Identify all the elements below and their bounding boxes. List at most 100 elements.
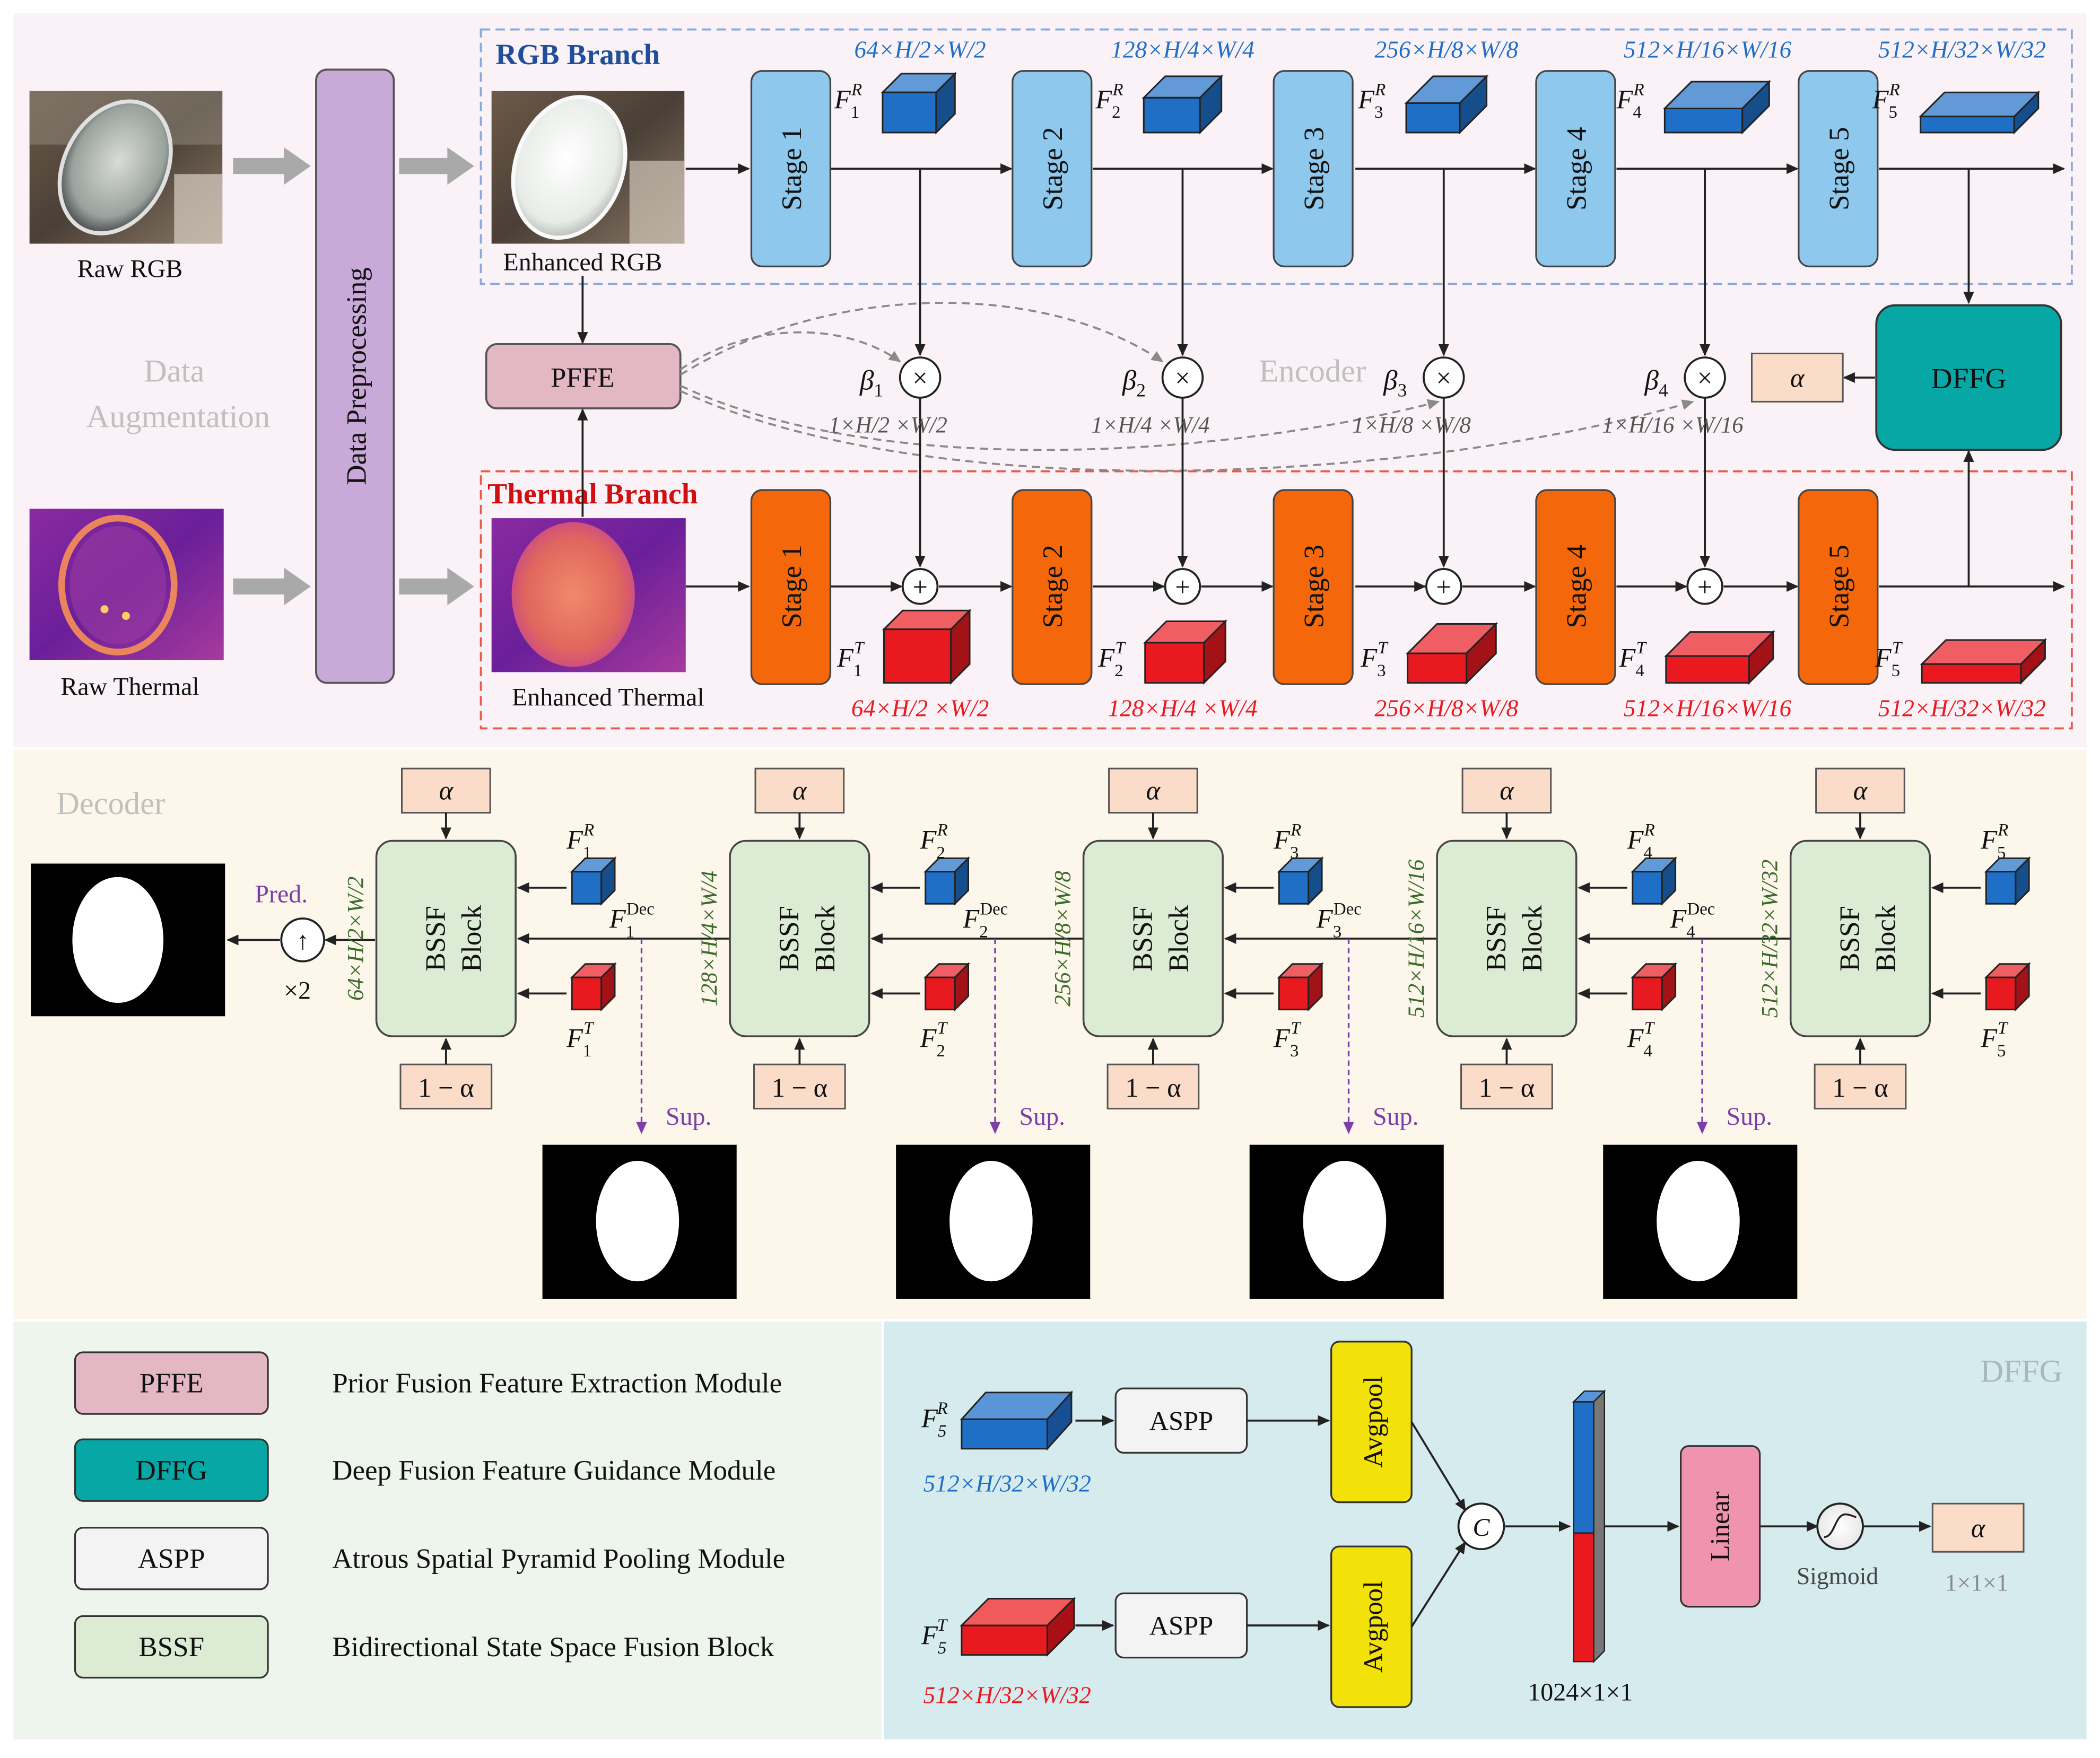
- decoder-alpha-label-5: α: [1853, 775, 1868, 805]
- thermal-feature-label-4: F4T: [1619, 639, 1648, 680]
- decoder-one-minus-alpha-box-1: [399, 1063, 493, 1110]
- dffg-box: [1875, 304, 2062, 451]
- decoder-dec-label-1: F1Dec: [609, 899, 655, 941]
- legend-desc-bssf: Bidirectional State Space Fusion Block: [332, 1632, 774, 1663]
- multiply-symbol-1: ×: [912, 363, 927, 393]
- rgb-dim-label-2: 128×H/4×W/4: [1111, 37, 1254, 63]
- bssf-block-5: [1789, 839, 1931, 1037]
- thermal-feature-label-1: F1T: [836, 639, 865, 680]
- thermal-feature-cube-1: [882, 608, 972, 685]
- rgb-stage-4: [1535, 70, 1616, 268]
- bssf-block-2: [729, 839, 870, 1037]
- decoder-thermal-cube-2: [923, 962, 971, 1012]
- dffg-ft5-cube: [960, 1596, 1076, 1657]
- upsample-symbol: ↑: [297, 927, 309, 955]
- thermal-stage-1: [750, 489, 832, 685]
- prediction-mask: [31, 863, 225, 1017]
- decoder-rgb-cube-2: [923, 856, 971, 906]
- decoder-dec-label-4: F4Dec: [1669, 899, 1715, 941]
- concat-vector: [1572, 1389, 1606, 1664]
- supervision-mask-1: [542, 1144, 737, 1299]
- thermal-stage-label-1: Stage 1: [777, 545, 807, 628]
- enhanced-rgb-label: Enhanced RGB: [503, 248, 662, 276]
- decoder-dim-label-3: 256×H/8×W/8: [1050, 871, 1075, 1007]
- rgb-feature-label-5: F5R: [1872, 80, 1900, 122]
- decoder-rgb-cube-5: [1984, 856, 2031, 906]
- add-symbol-2: +: [1175, 572, 1190, 602]
- pffe-guidance-curves: [679, 302, 1694, 472]
- multiply-op-1: [899, 356, 942, 399]
- sigmoid-op: [1816, 1502, 1864, 1551]
- encoder-features: F1R64×H/2×W/2F2R128×H/4×W/4F3R256×H/8×W/…: [834, 37, 2047, 722]
- thermal-feature-cube-4: [1664, 630, 1775, 685]
- thermal-branch-box: [480, 470, 2073, 730]
- decoder-alpha-label-1: α: [439, 775, 454, 805]
- concat-symbol: C: [1472, 1514, 1490, 1542]
- rgb-dim-label-4: 512×H/16×W/16: [1624, 37, 1792, 63]
- decoder-rgb-label-4: F4R: [1627, 820, 1655, 862]
- multiply-symbol-4: ×: [1697, 363, 1712, 393]
- thermal-feature-cube-5: [1920, 638, 2047, 685]
- rgb-stage-label-2: Stage 2: [1038, 127, 1068, 211]
- sup-label-3: Sup.: [1373, 1103, 1419, 1131]
- alpha-output-box: [1750, 353, 1844, 403]
- decoder-alpha-label-4: α: [1500, 775, 1514, 805]
- decoder-dim-label-4: 512×H/16×W/16: [1404, 859, 1429, 1018]
- raw-thermal-image: [29, 509, 224, 660]
- beta-dim-label-3: 1×H/8 ×W/8: [1352, 413, 1471, 438]
- dffg-fr5-dim: 512×H/32×W/32: [923, 1471, 1091, 1497]
- data-augmentation-line-2: Augmentation: [86, 399, 271, 434]
- rgb-feature-cube-3: [1404, 74, 1489, 135]
- rgb-feature-cube-2: [1142, 74, 1224, 135]
- cross-branch-arrows: [914, 169, 1974, 587]
- legend-swatch-dffg: [74, 1438, 269, 1502]
- thermal-dim-label-5: 512×H/32×W/32: [1878, 695, 2046, 722]
- concat-op: [1457, 1502, 1505, 1551]
- enhanced-thermal-image: [491, 518, 686, 672]
- beta-label-3: β3: [1383, 365, 1407, 401]
- decoder-one-minus-alpha-box-3: [1106, 1063, 1200, 1110]
- dffg-alpha-box: [1931, 1502, 2025, 1553]
- thermal-feature-cube-2: [1143, 619, 1227, 685]
- dffg-panel-title: DFFG: [1980, 1354, 2062, 1389]
- decoder-one-minus-alpha-label-4: 1 − α: [1479, 1073, 1535, 1103]
- pred-label: Pred.: [255, 880, 308, 908]
- sup-label-4: Sup.: [1727, 1103, 1773, 1131]
- rgb-stage-label-1: Stage 1: [777, 127, 807, 211]
- encoder-fusion-ops: ×β11×H/2 ×W/2+×β21×H/4 ×W/4+×β31×H/8 ×W/…: [829, 356, 1744, 605]
- encoder-label: Encoder: [1259, 354, 1366, 389]
- aspp-label-thermal: ASPP: [1149, 1611, 1214, 1641]
- decoder-rgb-label-2: F2R: [920, 820, 948, 862]
- legend-swatch-pffe: [74, 1351, 269, 1415]
- rgb-feature-label-3: F3R: [1357, 80, 1386, 122]
- raw-rgb-label: Raw RGB: [77, 255, 183, 283]
- thermal-branch-title: Thermal Branch: [487, 478, 698, 510]
- decoder-thermal-cube-1: [570, 962, 617, 1012]
- beta-label-4: β4: [1644, 365, 1668, 401]
- rgb-stage-2: [1012, 70, 1093, 268]
- decoder-dim-label-2: 128×H/4×W/4: [697, 871, 722, 1007]
- decoder-label: Decoder: [56, 786, 165, 821]
- legend-abbr-dffg: DFFG: [136, 1455, 208, 1486]
- decoder-thermal-label-1: F1T: [566, 1019, 595, 1061]
- enhanced-thermal-label: Enhanced Thermal: [512, 684, 704, 712]
- beta-dim-label-4: 1×H/16 ×W/16: [1602, 413, 1744, 438]
- decoder-rgb-cube-1: [570, 856, 617, 906]
- thermal-stage-5: [1798, 489, 1879, 685]
- legend-abbr-pffe: PFFE: [140, 1368, 204, 1399]
- thermal-feature-cube-3: [1405, 622, 1498, 685]
- supervision-mask-3: [1249, 1144, 1444, 1299]
- thermal-stage-label-3: Stage 3: [1299, 545, 1330, 628]
- decoder-rgb-cube-4: [1631, 856, 1678, 906]
- legend-abbr-aspp: ASPP: [138, 1543, 205, 1574]
- bssf-block-1: [375, 839, 517, 1037]
- add-op-4: [1686, 568, 1723, 605]
- beta-label-2: β2: [1122, 365, 1146, 401]
- data-augmentation-label: Data Augmentation: [86, 354, 271, 435]
- raw-rgb-image: [29, 91, 223, 244]
- legend-desc-aspp: Atrous Spatial Pyramid Pooling Module: [332, 1543, 785, 1574]
